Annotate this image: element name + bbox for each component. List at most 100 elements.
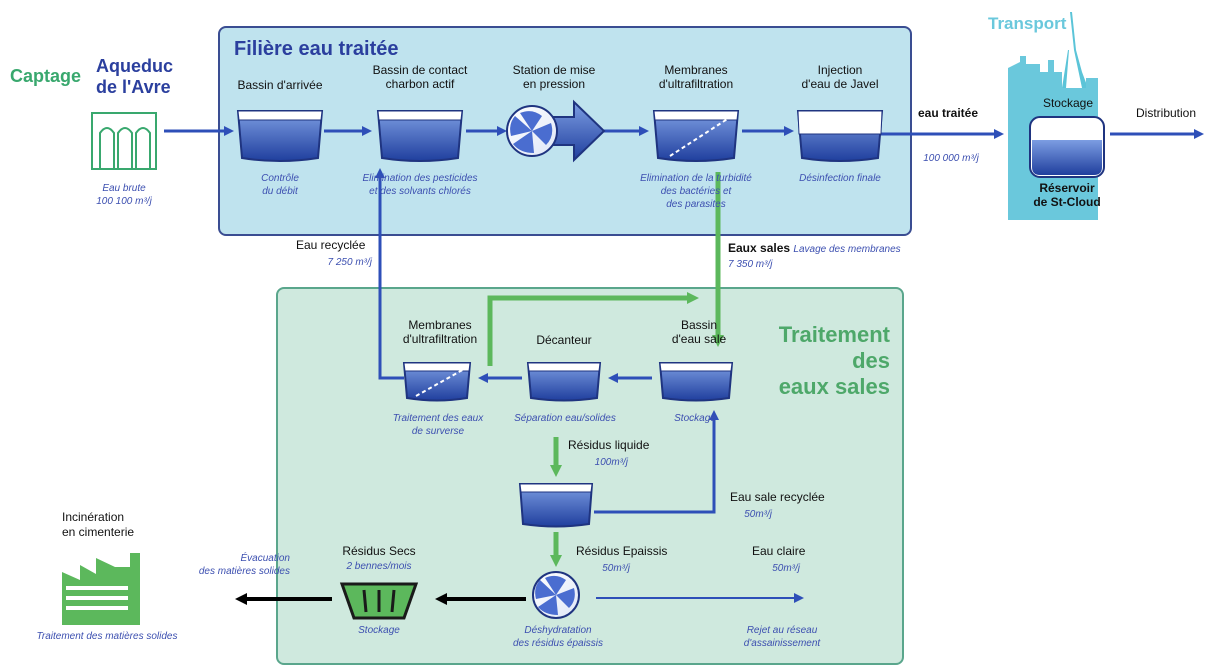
membranes-note: Traitement des eaux de surverse <box>384 412 492 438</box>
title-line: Traitement <box>778 322 890 347</box>
deshydratation-note: Déshydratation des résidus épaissis <box>504 624 612 650</box>
step-note-line: des parasites <box>666 199 726 210</box>
note-line: Déshydratation <box>524 625 592 636</box>
step-title-line: Injection <box>817 63 863 77</box>
membrane-icon <box>402 362 472 402</box>
step-note-line: Elimination de la turbidité <box>640 173 752 184</box>
step-title-line: en pression <box>522 77 586 91</box>
note-line: Rejet au réseau <box>746 625 818 636</box>
step-note-line: et des solvants chlorés <box>369 186 471 197</box>
note-line: Évacuation <box>240 553 290 564</box>
step-title-line: d'ultrafiltration <box>658 77 734 91</box>
captage-label: Captage <box>10 66 82 86</box>
note-line: d'assainissement <box>743 638 821 649</box>
eau-traitee-label: eau traitée <box>918 106 979 120</box>
eau-sale-recyclee-label: Eau sale recyclée <box>730 490 825 504</box>
reservoir-label: Réservoir de St-Cloud <box>1020 181 1114 209</box>
step-title-line: Membranes <box>664 63 728 77</box>
treated-panel-title: Filière eau traitée <box>234 38 399 60</box>
reservoir-line: de St-Cloud <box>1033 195 1101 209</box>
step-note-line: Contrôle <box>261 173 299 184</box>
dirty-panel-title: Traitement des eaux sales <box>758 322 890 400</box>
evacuation-note: Évacuation des matières solides <box>180 552 290 578</box>
aqueduc-line: Aqueduc <box>96 56 174 76</box>
note-line: des matières solides <box>198 566 290 577</box>
bennes-note: 2 bennes/mois <box>346 561 412 572</box>
traitement-note: Traitement des matières solides <box>36 631 178 642</box>
eau-sale-recyclee-arrow <box>594 410 719 514</box>
step-note-line: des bactéries et <box>660 186 732 197</box>
note-line: des résidus épaissis <box>512 638 604 649</box>
membranes-label: Membranes d'ultrafiltration <box>392 318 488 346</box>
label-line: Bassin <box>680 318 718 332</box>
residus-epaissis-label: Résidus Epaissis <box>576 544 668 558</box>
bassin-label: Bassin d'eau sale <box>656 318 742 346</box>
step-note-line: Elimination des pesticides <box>362 173 478 184</box>
note-line: Eau brute <box>102 183 146 194</box>
tank-icon <box>236 110 324 162</box>
step-title: Bassin d'arrivée <box>220 78 340 92</box>
eau-brute-note: Eau brute 100 100 m³/j <box>82 182 166 208</box>
step-note: Désinfection finale <box>785 172 895 185</box>
title-line: eaux sales <box>778 374 890 399</box>
tank-icon <box>658 362 734 402</box>
factory-icon <box>62 553 140 625</box>
step-title-line: Bassin d'arrivée <box>237 78 323 92</box>
skip-icon <box>339 582 419 620</box>
eaux-sales-label: Eaux sales Lavage des membranes <box>728 241 901 255</box>
green-loop-arrow <box>487 292 699 366</box>
residus-liquide-label: Résidus liquide <box>568 438 650 452</box>
stockage-label: Stockage <box>1042 96 1094 110</box>
step-note-line: Désinfection finale <box>799 173 881 184</box>
step-note: Elimination de la turbidité des bactéries… <box>626 172 766 211</box>
label-line: en cimenterie <box>62 525 135 539</box>
reservoir-icon <box>1029 116 1105 178</box>
pump-icon <box>506 99 606 163</box>
eiffel-tower-icon <box>1062 12 1088 88</box>
step-title-line: charbon actif <box>385 77 455 91</box>
decanteur-note: Séparation eau/solides <box>514 413 616 424</box>
transport-title: Transport <box>988 14 1067 33</box>
label-line: d'eau sale <box>671 332 727 346</box>
title-line: des <box>852 348 890 373</box>
label-line: Incinération <box>62 510 125 524</box>
reservoir-line: Réservoir <box>1039 181 1095 195</box>
tank-icon <box>526 362 602 402</box>
tank-icon <box>376 110 464 162</box>
tank-icon <box>796 110 884 162</box>
eau-recyclee-flow: 7 250 m³/j <box>327 257 372 268</box>
skip-stockage-note: Stockage <box>358 625 400 636</box>
label-line: d'ultrafiltration <box>402 332 478 346</box>
incineration-label: Incinération en cimenterie <box>62 510 172 540</box>
step-title-line: Bassin de contact <box>372 63 468 77</box>
distribution-label: Distribution <box>1136 106 1197 120</box>
tank-icon <box>518 483 594 528</box>
membrane-icon <box>652 110 740 162</box>
eau-sale-recyclee-flow: 50m³/j <box>744 509 772 520</box>
step-note: Contrôle du débit <box>225 172 335 198</box>
lavage-text: Lavage des membranes <box>793 244 901 255</box>
recycled-water-arrow <box>375 168 404 380</box>
note-line: 100 100 m³/j <box>96 196 152 207</box>
dewatering-icon <box>532 571 580 619</box>
eau-traitee-flow: 100 000 m³/j <box>923 153 979 164</box>
aqueduct-icon <box>91 112 157 170</box>
residus-liquide-flow: 100m³/j <box>594 457 628 468</box>
rejet-note: Rejet au réseau d'assainissement <box>738 624 826 650</box>
aqueduc-line: de l'Avre <box>96 77 171 97</box>
eaux-sales-text: Eaux sales <box>728 241 791 255</box>
eau-claire-label: Eau claire <box>752 544 806 558</box>
eau-claire-flow: 50m³/j <box>772 563 800 574</box>
decanteur-label: Décanteur <box>536 333 592 347</box>
step-note-line: du débit <box>262 186 298 197</box>
step-title-line: d'eau de Javel <box>801 77 879 91</box>
aqueduc-label: Aqueduc de l'Avre <box>96 56 173 98</box>
bassin-note: Stockage <box>674 413 716 424</box>
residus-secs-label: Résidus Secs <box>342 544 416 558</box>
eau-recyclee-label: Eau recyclée <box>296 238 366 252</box>
step-note: Elimination des pesticides et des solvant… <box>350 172 490 198</box>
